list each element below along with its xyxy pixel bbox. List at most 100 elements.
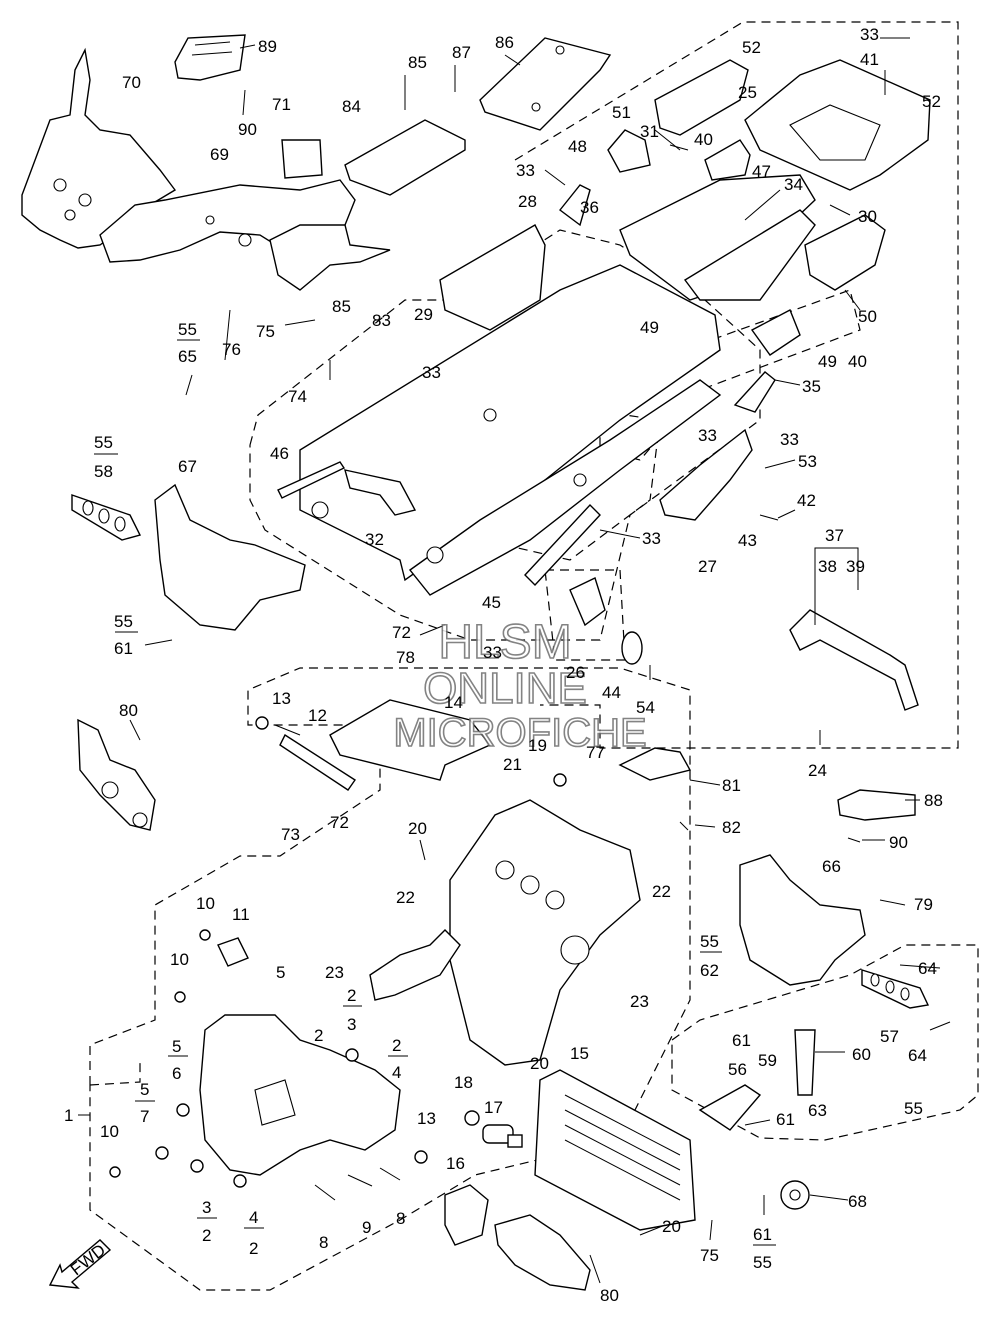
cowl-hole [78,193,92,207]
plate-part-11 [217,937,249,967]
callout-26: 26 [566,663,585,682]
callout-53: 53 [798,452,817,471]
callout-33: 33 [422,363,441,382]
front-frame-group-outline [89,667,691,1291]
callout-85: 85 [408,53,427,72]
callout-68: 68 [848,1192,867,1211]
callout-69: 69 [210,145,229,164]
fraction-bars [94,339,858,1246]
leader-line [284,319,316,326]
callout-8: 8 [319,1233,328,1252]
watermark: HLSM ONLINE MICROFICHE [393,615,648,756]
callout-10: 10 [100,1122,119,1141]
callout-55: 55 [178,320,197,339]
callout-8: 8 [396,1209,405,1228]
bracket-part-67 [154,483,306,631]
leader-line [709,1219,713,1241]
radiator-fin [564,1124,681,1186]
callout-49: 49 [640,318,659,337]
leader-line [809,1194,849,1201]
watermark-line-1: HLSM [438,616,571,669]
watermark-line-3: MICROFICHE [393,711,646,755]
callout-2: 2 [347,986,356,1005]
plate-hole [132,812,148,828]
callout-1: 1 [64,1106,73,1125]
callout-80: 80 [600,1286,619,1305]
leader-lines [78,37,951,1284]
leader-line [844,289,861,311]
callout-25: 25 [738,83,757,102]
callout-40: 40 [848,352,867,371]
callout-42: 42 [797,491,816,510]
callout-22: 22 [652,882,671,901]
center-frame-part-21 [449,799,641,1066]
leader-line [144,639,173,646]
suspension-mount-part-1 [199,1014,401,1176]
callout-72: 72 [330,813,349,832]
callout-81: 81 [722,776,741,795]
bracket-part-47 [704,139,751,181]
fwd-arrow-icon [48,1239,112,1289]
callout-18: 18 [454,1073,473,1092]
callout-9: 9 [362,1218,371,1237]
callout-55: 55 [753,1253,772,1272]
callout-13: 13 [417,1109,436,1128]
callout-13: 13 [272,689,291,708]
plate-part-84 [344,119,466,196]
cowl-hole [64,209,76,221]
plate-part-51 [654,59,749,136]
plate-hole [114,516,126,532]
callout-7: 7 [140,1107,149,1126]
callout-2: 2 [392,1036,401,1055]
collar-part-3 [190,1159,204,1173]
rear-frame-group-outline [514,21,959,749]
callout-4: 4 [249,1208,258,1227]
callout-41: 41 [860,50,879,69]
tunnel-hole [426,546,444,564]
plate-hole [900,987,910,1001]
bracket-part-32 [344,469,417,516]
callout-30: 30 [858,207,877,226]
leader-line [242,89,246,116]
leader-line [744,1119,771,1126]
plate-part-80-lower [444,1184,489,1246]
callout-2: 2 [202,1226,211,1245]
cover-part-89 [174,34,246,81]
callout-29: 29 [414,305,433,324]
callout-27: 27 [698,557,717,576]
callout-62: 62 [700,961,719,980]
bracket-part-49-lower [750,309,801,356]
leader-line [879,899,906,906]
plate-part-50 [804,214,886,291]
callout-59: 59 [758,1051,777,1070]
sleeve-part-16 [482,1124,514,1144]
callout-61: 61 [753,1225,772,1244]
bolt-part-82 [679,821,689,831]
callout-60: 60 [852,1045,871,1064]
cowl-hole [53,178,67,192]
mount-window [254,1079,296,1126]
callout-10: 10 [170,950,189,969]
callout-33: 33 [516,161,535,180]
callout-61: 61 [776,1110,795,1129]
callout-87: 87 [452,43,471,62]
plate-part-36 [559,184,591,227]
front-cowl-frame-part-70 [21,47,177,249]
callout-56: 56 [728,1060,747,1079]
callout-5: 5 [172,1037,181,1056]
leader-line [504,54,521,66]
leader-line [929,1021,951,1031]
callout-24: 24 [808,761,827,780]
callout-20: 20 [408,819,427,838]
nut-part-13b [414,1150,428,1164]
cross-member-part-49 [683,209,816,301]
frame-hole [520,875,540,895]
nut-part-13a [255,716,269,730]
plate-cutout [789,104,881,161]
callout-49: 49 [818,352,837,371]
lower-cowl-support [269,224,391,291]
callout-20: 20 [662,1217,681,1236]
bracket-part-60 [794,1029,816,1096]
callout-84: 84 [342,97,361,116]
tunnel-side-rail [408,379,722,596]
